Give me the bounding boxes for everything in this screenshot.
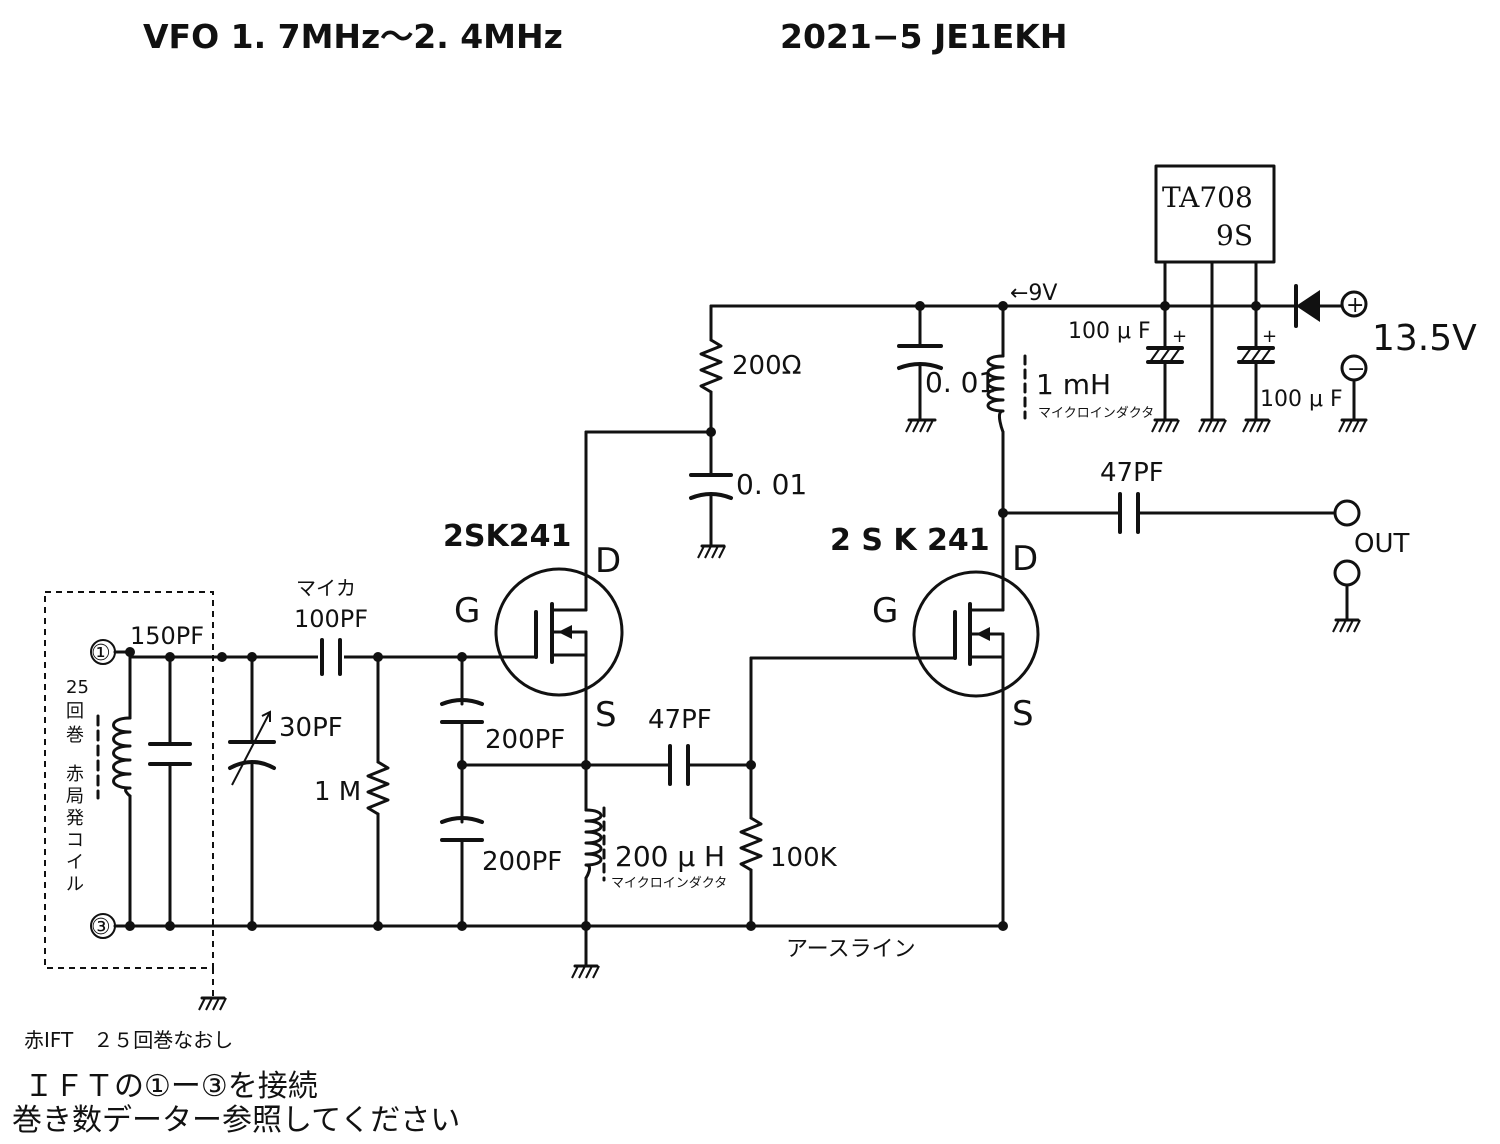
mica-type-label: マイカ	[296, 576, 356, 600]
divider-capacitor-top	[440, 655, 484, 824]
q2-transistor-symbol	[912, 570, 1040, 698]
supply-bypass-label: 0. 01	[925, 366, 996, 399]
ground-line-label: アースライン	[786, 937, 916, 962]
drain-resistor-label: 200Ω	[732, 351, 802, 381]
electrolytic-capacitor-2	[1237, 304, 1275, 422]
drain-bypass-label: 0. 01	[736, 468, 807, 501]
trimmer-capacitor	[228, 655, 276, 928]
note-winding-data: 巻き数データー参照してください	[12, 1103, 460, 1138]
ground-symbol	[1198, 418, 1227, 433]
electrolytic-capacitor-1	[1146, 304, 1184, 422]
drain-choke	[986, 354, 1027, 434]
ift-coil-char: 赤	[66, 764, 84, 785]
ift-coil-char: ル	[66, 874, 84, 895]
regulator-suffix: 9S	[1216, 219, 1253, 252]
trimmer-capacitor-label: 30PF	[279, 713, 343, 743]
ift-coil-char: 発	[66, 808, 84, 829]
ground-symbol	[1242, 418, 1271, 433]
q2-drain-label: D	[1012, 539, 1038, 579]
note-ift-connect: ＩＦＴの①ー③を接続	[24, 1069, 318, 1104]
regulator-body	[1154, 164, 1276, 422]
drain-choke-label: 1 mH	[1036, 368, 1111, 401]
ift-capacitor-label: 150PF	[130, 622, 204, 650]
ift-pin3-label: ③	[91, 915, 111, 940]
drain-choke-type: マイクロインダクタ	[1038, 406, 1154, 421]
supply-bypass-capacitor	[897, 304, 943, 422]
ift-coil	[96, 714, 132, 800]
ground-symbol	[1332, 618, 1361, 633]
rail-voltage-label: ←9V	[1010, 281, 1057, 306]
ground-symbol	[697, 544, 726, 559]
supply-voltage: 13.5V	[1372, 318, 1477, 359]
q1-transistor-symbol	[494, 567, 624, 697]
divider-capacitor-bottom-label: 200PF	[482, 847, 562, 877]
source-inductor	[584, 806, 606, 882]
source-inductor-type: マイクロインダクタ	[611, 876, 727, 891]
output-terminal	[1333, 499, 1361, 527]
ift-box	[44, 591, 214, 998]
output-label: OUT	[1354, 529, 1409, 559]
output-ground-terminal	[1333, 559, 1361, 622]
note-ift-rewind: 赤IFT ２５回巻なおし	[24, 1028, 233, 1052]
ground-symbol	[1338, 418, 1368, 433]
electrolytic-2-label: 100 μ F	[1260, 387, 1343, 412]
mica-capacitor	[318, 638, 344, 676]
tank-wiring	[113, 650, 462, 928]
ift-coil-name: 赤 局 発 コ イ ル	[66, 764, 84, 895]
q2-gate-wiring	[739, 656, 937, 928]
power-minus-terminal	[1340, 354, 1368, 422]
drain-bypass-capacitor	[689, 473, 733, 548]
title: VFO 1. 7MHz～2. 4MHz	[143, 17, 563, 56]
q1-part-label: 2SK241	[443, 519, 571, 554]
ift-coil-char: コ	[66, 830, 84, 851]
gate-resistor-1m	[366, 655, 390, 928]
ift-coil-char: イ	[66, 852, 84, 873]
coupling-capacitor-label: 47PF	[648, 705, 712, 735]
ift-coil-char: 局	[66, 786, 84, 807]
source-inductor-label: 200 μ H	[615, 840, 725, 873]
coupling-capacitor	[668, 744, 690, 786]
power-plus-symbol: +	[1346, 293, 1364, 318]
ground-symbol	[571, 964, 600, 979]
q1-drain-label: D	[595, 541, 621, 581]
q1-gate-label: G	[454, 591, 480, 631]
ift-turns-kanji-1: 回	[66, 701, 84, 722]
output-capacitor	[1118, 492, 1140, 534]
q2-part-label: 2 S K 241	[830, 523, 990, 558]
divider-capacitor-bottom	[440, 816, 484, 928]
q1-source-label: S	[595, 695, 617, 735]
q2-source-label: S	[1012, 694, 1034, 734]
q2-gate-label: G	[872, 591, 898, 631]
ift-capacitor	[148, 655, 192, 928]
ift-pin1-label: ①	[91, 641, 111, 666]
ground-symbol	[905, 418, 937, 433]
electrolytic-1-label: 100 μ F	[1068, 319, 1151, 344]
junction-dots	[125, 301, 1261, 931]
power-minus-symbol: −	[1347, 357, 1365, 382]
protection-diode	[1254, 284, 1344, 328]
date-author: 2021−5 JE1EKH	[780, 17, 1067, 56]
ground-symbol	[198, 996, 227, 1011]
q1-drain-wiring	[584, 304, 723, 577]
divider-capacitor-top-label: 200PF	[485, 725, 565, 755]
ift-turns-number: 25	[66, 677, 89, 698]
q2-drain-wiring	[1001, 304, 1337, 577]
electrolytic-2-plus: +	[1262, 326, 1277, 347]
ground-symbol	[1151, 418, 1180, 433]
output-capacitor-label: 47PF	[1100, 458, 1164, 488]
electrolytic-1-plus: +	[1172, 326, 1187, 347]
power-plus-terminal	[1340, 290, 1368, 318]
q1-source-wiring	[460, 690, 753, 968]
gate-resistor-label: 1 M	[314, 777, 361, 807]
regulator-part: TA708	[1162, 181, 1253, 214]
mica-capacitor-label: 100PF	[294, 605, 368, 633]
gate-resistor-2-label: 100K	[770, 843, 838, 873]
ift-turns-kanji-2: 巻	[66, 725, 84, 746]
